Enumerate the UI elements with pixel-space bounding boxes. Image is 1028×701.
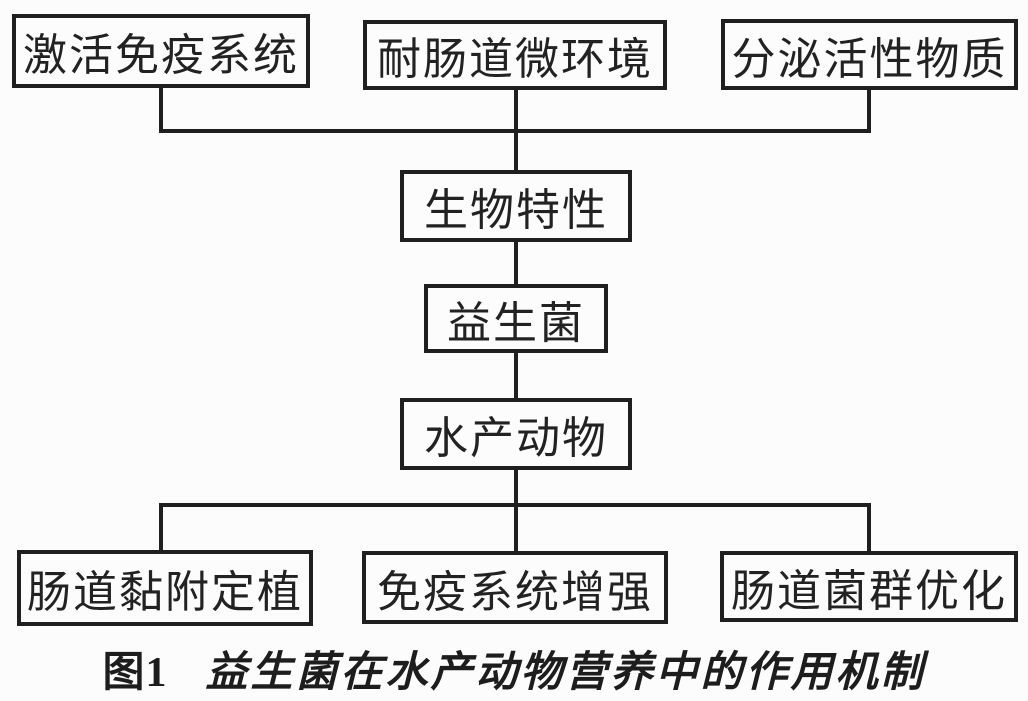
connector-aquatic-down	[514, 468, 518, 553]
node-gut-adhesion-colonization: 肠道黏附定植	[17, 550, 313, 626]
node-activate-immune-system: 激活免疫系统	[12, 14, 310, 88]
connector-probiotics-to-aquatic	[514, 351, 518, 400]
connector-activate-immune-down	[159, 86, 163, 133]
connector-bottom-horizontal	[159, 503, 871, 507]
connector-gut-adhesion-up	[159, 503, 163, 552]
node-probiotics: 益生菌	[424, 284, 608, 353]
connector-secrete-active-down	[867, 88, 871, 133]
figure-caption: 图1 益生菌在水产动物营养中的作用机制	[0, 638, 1028, 699]
figure-caption-title: 益生菌在水产动物营养中的作用机制	[205, 650, 926, 696]
node-tolerate-gut-microenvironment: 耐肠道微环境	[363, 20, 667, 90]
connector-top-horizontal	[159, 129, 871, 133]
node-aquatic-animals: 水产动物	[400, 398, 632, 470]
node-immune-system-enhancement: 免疫系统增强	[362, 551, 668, 624]
node-biological-traits: 生物特性	[400, 170, 632, 242]
figure-caption-label: 图1	[102, 650, 168, 696]
connector-flora-optimize-up	[867, 503, 871, 553]
node-secrete-active-substances: 分泌活性物质	[721, 19, 1018, 90]
node-gut-flora-optimization: 肠道菌群优化	[720, 551, 1018, 622]
connector-bio-to-probiotics	[514, 240, 518, 286]
